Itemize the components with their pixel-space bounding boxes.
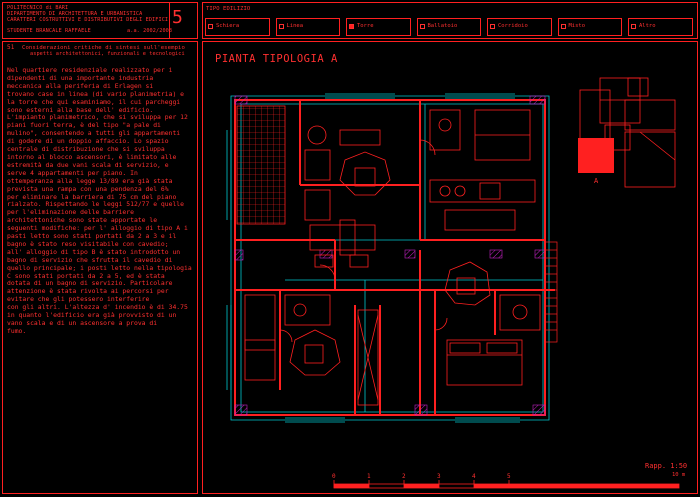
description-title-1: Considerazioni critiche di sintesi sull'… <box>22 45 185 51</box>
checkbox-square[interactable] <box>419 23 425 29</box>
checkbox-square[interactable] <box>208 23 213 29</box>
header-year: a.a. 2002/2003 <box>127 28 173 34</box>
plan-walls <box>234 99 555 416</box>
sheet-number-box <box>169 2 198 39</box>
scale-unit: 10 m <box>672 472 686 478</box>
header-line-3: CARATTERI COSTRUTTIVI E DISTRIBUTIVI DEG… <box>7 17 169 23</box>
scale-bar-segment <box>474 484 509 488</box>
tipo-cell-schiera <box>205 18 270 36</box>
balcony-grid <box>236 105 286 225</box>
tipo-checkbox-corridoio[interactable]: Corridoio <box>490 23 528 29</box>
tipo-option-label: Linea <box>286 23 304 29</box>
checkbox-square[interactable] <box>349 23 354 29</box>
wall-hatches <box>234 95 546 416</box>
tipo-checkbox-altro[interactable]: Altro <box>631 23 656 29</box>
description-number: 51 <box>7 44 15 51</box>
tipo-cell-ballatoio <box>416 18 481 36</box>
scale-tick-label: 3 <box>437 473 441 480</box>
scale-tick-label: 4 <box>472 473 476 480</box>
scale-tick-label: 5 <box>507 473 511 480</box>
scale-label: Rapp. 1:50 <box>645 462 688 470</box>
tipo-cell-linea <box>275 18 340 36</box>
checkbox-square[interactable] <box>278 23 284 29</box>
header-line-2: DIPARTIMENTO DI ARCHITETTURA E URBANISTI… <box>7 11 143 17</box>
tipo-checkbox-linea[interactable]: Linea <box>278 23 304 29</box>
scale-bar-tail <box>509 484 679 488</box>
tipo-option-label: Torre <box>357 23 374 29</box>
tipo-checkbox-ballatoio[interactable]: Ballatoio <box>419 23 458 29</box>
scale-tick-label: 2 <box>402 473 406 480</box>
key-plan-label: A <box>594 177 599 185</box>
checkbox-square[interactable] <box>631 23 636 29</box>
header-line-4: STUDENTE BRANCALE RAFFAELE <box>7 28 91 34</box>
tipo-checkbox-schiera[interactable]: Schiera <box>208 23 239 29</box>
furniture <box>244 109 541 406</box>
scale-bar: 0 1 2 3 4 5 <box>332 473 680 489</box>
scale-bar-segment <box>404 484 439 488</box>
checkbox-square[interactable] <box>490 23 495 29</box>
stair-right <box>544 241 558 343</box>
tipo-checkbox-misto[interactable]: Misto <box>560 23 586 29</box>
checkbox-square[interactable] <box>560 23 566 29</box>
key-plan: A <box>578 77 676 188</box>
plan-box <box>202 41 698 494</box>
scale-tick-label: 1 <box>367 473 371 480</box>
tipo-checkbox-torre[interactable]: Torre <box>349 23 374 29</box>
tipo-option-label: Schiera <box>216 23 240 29</box>
header-line-1: POLITECNICO di BARI <box>7 5 69 11</box>
tipo-option-label: Misto <box>568 23 586 29</box>
description-body: Nel quartiere residenziale realizzato pe… <box>7 66 192 335</box>
tipo-option-label: Corridoio <box>498 23 528 29</box>
tipo-cell-altro <box>628 18 693 36</box>
description-title-2: aspetti architettonici, funzionali e tec… <box>30 51 185 57</box>
tipo-option-label: Altro <box>639 23 656 29</box>
tipo-cell-misto <box>557 18 622 36</box>
tipo-cell-corridoio <box>487 18 552 36</box>
description-box <box>2 41 198 494</box>
scale-tick-label: 0 <box>332 473 336 480</box>
tipo-cell-torre <box>346 18 411 36</box>
tipo-box <box>202 2 698 39</box>
key-plan-highlight <box>578 138 614 173</box>
sheet-number: 5 <box>172 7 183 28</box>
tipo-option-label: Ballatoio <box>427 23 458 29</box>
windows <box>226 93 520 423</box>
scale-bar-segment <box>334 484 369 488</box>
floor-plan <box>226 93 558 423</box>
plan-title: PIANTA TIPOLOGIA A <box>215 53 338 65</box>
tipo-label: TIPO EDILIZIO <box>206 6 251 12</box>
